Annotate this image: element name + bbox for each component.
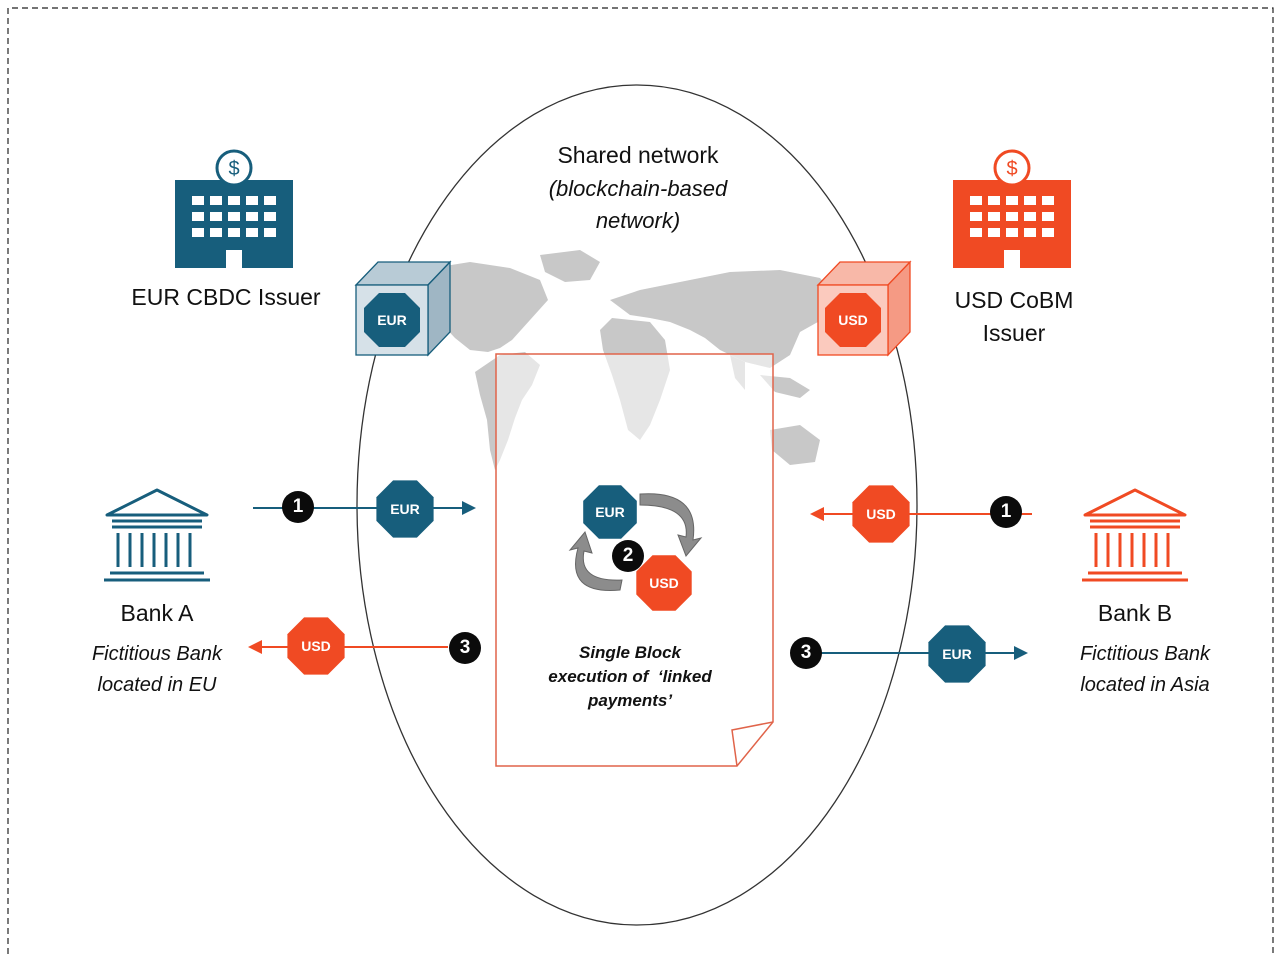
block-text-line2: execution of ‘linked bbox=[548, 667, 712, 686]
coin-swap-usd-bg bbox=[636, 555, 692, 611]
usd-cube-icon bbox=[816, 260, 912, 357]
coin-bank-b-send-bg bbox=[852, 485, 910, 543]
world-map-icon bbox=[420, 250, 835, 470]
usd-cube-label: USD bbox=[838, 312, 868, 328]
coin-swap-usd: USD bbox=[649, 575, 679, 591]
coin-bank-b-receive-bg bbox=[928, 625, 986, 683]
bank-b-desc-line1: Fictitious Bank bbox=[1079, 643, 1211, 665]
usd-issuer-label-line1: USD CoBM bbox=[954, 287, 1074, 313]
step-badge-bank-a-receive: 3 bbox=[449, 632, 481, 664]
eur-cube-label: EUR bbox=[377, 312, 407, 328]
arrow-bank-a-receive bbox=[248, 640, 448, 654]
bank-a-columns-icon bbox=[104, 488, 210, 582]
step-badge-bank-a-send: 1 bbox=[282, 491, 314, 523]
network-subtitle-line1: (blockchain-based bbox=[548, 176, 728, 201]
network-subtitle-line2: network) bbox=[595, 208, 681, 233]
eur-issuer-building-icon: $ bbox=[175, 149, 293, 268]
eur-cube-icon bbox=[354, 260, 452, 357]
step-badge-swap: 2 bbox=[612, 540, 644, 572]
step-badge-bank-b-receive: 3 bbox=[790, 637, 822, 669]
step-badge-bank-b-send: 1 bbox=[990, 496, 1022, 528]
coin-swap-eur: EUR bbox=[595, 504, 625, 520]
coin-bank-b-send: USD bbox=[866, 506, 896, 522]
shared-network-ellipse bbox=[356, 84, 918, 926]
coin-bank-b-receive: EUR bbox=[942, 646, 972, 662]
usd-issuer-label-line2: Issuer bbox=[982, 320, 1046, 346]
coin-bank-a-send-bg bbox=[376, 480, 434, 538]
swap-arrows-icon bbox=[568, 493, 703, 591]
bank-a-desc-line2: located in EU bbox=[97, 674, 217, 696]
block-text-line3: payments’ bbox=[587, 691, 673, 710]
eur-issuer-label: EUR CBDC Issuer bbox=[131, 284, 321, 310]
bank-a-desc-line1: Fictitious Bank bbox=[91, 643, 223, 665]
bank-b-columns-icon bbox=[1082, 488, 1188, 582]
coin-bank-a-receive: USD bbox=[301, 638, 331, 654]
coin-bank-a-receive-bg bbox=[287, 617, 345, 675]
arrow-bank-b-receive bbox=[820, 646, 1028, 660]
coin-bank-a-send: EUR bbox=[390, 501, 420, 517]
usd-issuer-building-icon: $ bbox=[953, 149, 1071, 268]
network-title: Shared network bbox=[557, 142, 719, 168]
bank-b-desc-line2: located in Asia bbox=[1080, 674, 1210, 696]
svg-text:$: $ bbox=[1006, 158, 1017, 180]
dashed-frame bbox=[7, 7, 1274, 954]
svg-text:$: $ bbox=[228, 158, 239, 180]
block-text-line1: Single Block bbox=[578, 643, 682, 662]
bank-b-name: Bank B bbox=[1097, 600, 1173, 626]
bank-a-name: Bank A bbox=[120, 600, 194, 626]
coin-swap-eur-bg bbox=[583, 485, 637, 539]
